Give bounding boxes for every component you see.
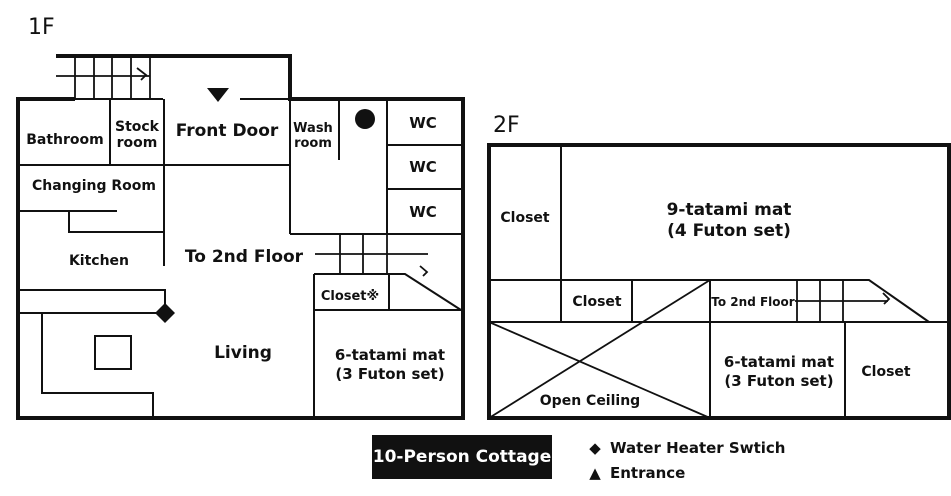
- room-label-wash-2: room: [294, 136, 332, 151]
- living-table: [94, 335, 132, 370]
- room-label-tatami9-2: (4 Futon set): [667, 221, 791, 241]
- diamond-icon: ◆: [589, 439, 601, 457]
- room-label-front-door: Front Door: [176, 121, 279, 141]
- room-label-closet-mid: Closet: [572, 294, 622, 310]
- legend-water-heater: ◆ Water Heater Swtich: [584, 439, 785, 457]
- floor-label-1f: 1F: [28, 15, 55, 40]
- entrance-triangle-icon: [207, 88, 229, 102]
- entrance-stairs: [56, 56, 151, 99]
- legend-entrance: ▲ Entrance: [584, 464, 685, 482]
- room-label-wc-2: WC: [409, 158, 437, 176]
- floor-label-2f: 2F: [493, 113, 520, 138]
- room-label-tatami-2: (3 Futon set): [335, 365, 444, 383]
- room-label-kitchen: Kitchen: [69, 253, 129, 269]
- room-label-to-2nd-floor-2f: To 2nd Floor: [711, 295, 794, 309]
- room-label-wc-3: WC: [409, 203, 437, 221]
- living-counter: [18, 289, 166, 418]
- wash-basin-icon: [355, 109, 375, 129]
- room-label-to-2nd-floor: To 2nd Floor: [185, 247, 304, 267]
- room-label-wash-1: Wash: [293, 121, 333, 136]
- floor1-outer-wall: [16, 54, 465, 420]
- stock-room-wall: [109, 99, 165, 166]
- floor1-labels: Bathroom Stock room Front Door Wash room…: [26, 114, 445, 383]
- legend-entrance-label: Entrance: [610, 464, 686, 482]
- room-label-stock-1: Stock: [115, 119, 160, 135]
- kitchen-wall: [68, 211, 164, 233]
- room-label-closet-right: Closet: [861, 364, 911, 380]
- room-label-bathroom: Bathroom: [26, 132, 104, 148]
- closet-wall: [314, 273, 462, 311]
- room-label-closet: Closet※: [321, 289, 379, 304]
- room-label-tatami9-1: 9-tatami mat: [667, 200, 792, 220]
- room-label-tatami6-1: 6-tatami mat: [724, 353, 834, 371]
- room-label-changing-room: Changing Room: [32, 178, 156, 194]
- tatami9-bottom-wall: [489, 279, 930, 323]
- floor1-walls: [16, 54, 465, 420]
- water-heater-diamond-icon: [155, 303, 175, 323]
- room-label-stock-2: room: [117, 135, 158, 151]
- room-label-wc-1: WC: [409, 114, 437, 132]
- stairs-2f: [795, 280, 891, 322]
- stairs-to-2nd: [315, 234, 429, 277]
- open-ceiling-cross: [488, 279, 711, 419]
- triangle-icon: ▲: [589, 464, 601, 482]
- floor2-walls: [487, 143, 951, 420]
- floor2-outer-wall: [487, 143, 951, 420]
- room-label-living: Living: [214, 343, 272, 363]
- room-label-tatami6-2: (3 Futon set): [724, 372, 833, 390]
- open-ceiling-cross: [488, 321, 711, 419]
- room-label-closet-left: Closet: [500, 210, 550, 226]
- floor2-labels: Closet 9-tatami mat (4 Futon set) Closet…: [500, 200, 911, 409]
- legend-water-heater-label: Water Heater Swtich: [610, 439, 786, 457]
- room-label-open-ceiling: Open Ceiling: [540, 393, 640, 409]
- cottage-badge: 10-Person Cottage: [372, 435, 552, 479]
- room-label-tatami-1: 6-tatami mat: [335, 346, 445, 364]
